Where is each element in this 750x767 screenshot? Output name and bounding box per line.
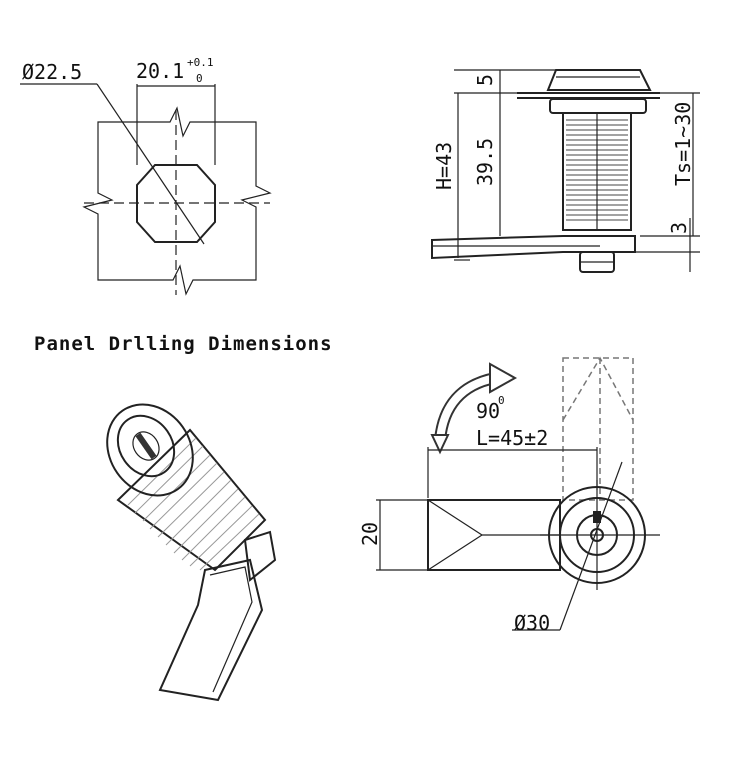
lock-bottom-view: 90 0 L=45±2 20 Ø30 [358, 356, 660, 635]
angle-degree: 0 [498, 394, 505, 407]
angle-label: 90 [476, 399, 500, 423]
dim-ts-label: Ts=1~30 [671, 102, 695, 186]
diameter-30-leader [559, 461, 623, 631]
rotation-arrow-inner [436, 374, 496, 441]
iso-thread-lines [127, 437, 260, 571]
lock-isometric-view [106, 403, 277, 702]
rotated-arm-tip [562, 356, 634, 421]
rotation-arrow-head [489, 362, 518, 394]
drilling-hole [136, 164, 216, 243]
iso-keyhole [132, 431, 160, 461]
tolerance-upper: +0.1 [187, 56, 214, 69]
panel-outline [82, 106, 272, 296]
rotated-arm-outline [562, 357, 634, 501]
diameter-30-label: Ø30 [514, 611, 550, 635]
width-label: 20.1 [136, 59, 184, 83]
dim-395-label: 39.5 [473, 138, 497, 186]
length-label: L=45±2 [476, 426, 548, 450]
iso-cylinder-body [116, 428, 267, 572]
cam-arm [431, 235, 636, 260]
panel-drilling-view: Ø22.5 20.1 +0.1 0 [20, 56, 272, 296]
iso-lock-face [116, 414, 176, 478]
panel-drilling-caption: Panel Drlling Dimensions [34, 333, 333, 355]
cam-arm-bottom [427, 499, 561, 571]
width-20-label: 20 [358, 522, 382, 546]
lock-side-view: 5 H=43 39.5 Ts=1~30 3 [431, 69, 700, 273]
iso-cam-arm [158, 558, 264, 702]
diameter-label: Ø22.5 [22, 60, 82, 84]
dim-3-label: 3 [667, 222, 691, 234]
cam-arm-bevel [427, 499, 484, 571]
tolerance-lower: 0 [196, 72, 203, 85]
diameter-leader-diagonal [96, 83, 205, 245]
mounting-nut [549, 98, 647, 114]
lock-head [546, 69, 652, 91]
iso-lock-head [106, 403, 194, 497]
rotation-arrow-tail [430, 434, 450, 455]
iso-key-slot [135, 432, 157, 460]
dim-5-label: 5 [473, 74, 497, 86]
dim-h-label: H=43 [432, 142, 456, 190]
iso-collar [243, 530, 277, 582]
iso-cam-arm-inner [209, 566, 253, 693]
